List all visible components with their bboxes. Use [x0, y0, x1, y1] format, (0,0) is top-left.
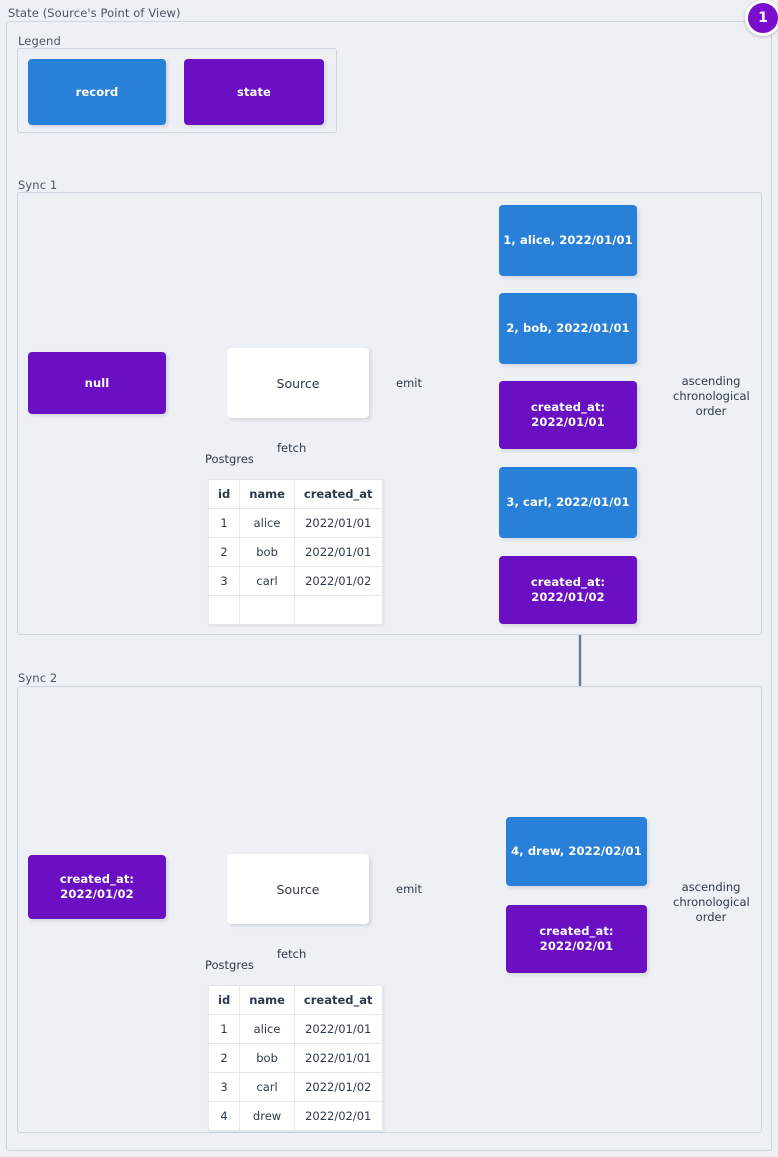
column-header-created-at: created_at	[293, 985, 383, 1015]
sync1-database-label: Postgres	[205, 452, 254, 466]
legend-swatch-state: state	[184, 59, 324, 125]
table-row: 2 bob 2022/01/01	[207, 1043, 383, 1073]
cell-name: alice	[239, 508, 295, 538]
cell-name: alice	[239, 1014, 295, 1044]
cell-id: 3	[207, 566, 241, 596]
sync2-emitted-state-1-label: created_at: 2022/02/01	[539, 924, 614, 953]
table-row: 4 drew 2022/02/01	[207, 1101, 383, 1131]
table-header-row: id name created_at	[207, 479, 383, 509]
cell-name: bob	[239, 537, 295, 567]
column-header-created-at: created_at	[293, 479, 383, 509]
sync1-fetch-label: fetch	[277, 441, 307, 455]
sync2-emit-label: emit	[396, 882, 422, 896]
column-header-name: name	[239, 479, 295, 509]
cell-name: drew	[239, 1101, 295, 1131]
sync1-title: Sync 1	[18, 178, 58, 192]
sync1-input-state-label: null	[84, 375, 110, 390]
cell-created-at: 2022/01/01	[293, 508, 383, 538]
cell-id: 3	[207, 1072, 241, 1102]
table-row: 1 alice 2022/01/01	[207, 508, 383, 538]
sync1-emitted-record-3: 3, carl, 2022/01/01	[499, 467, 637, 538]
sync1-postgres-table: id name created_at 1 alice 2022/01/01 2 …	[207, 479, 383, 625]
sync1-emitted-state-1-label: created_at: 2022/01/01	[530, 400, 606, 429]
legend-swatch-record-label: record	[75, 84, 119, 99]
sync1-emitted-state-1: created_at: 2022/01/01	[499, 381, 637, 449]
cell-name: bob	[239, 1043, 295, 1073]
cell-name: carl	[239, 1072, 295, 1102]
table-row-empty	[207, 595, 383, 625]
sync1-emitted-record-1: 1, alice, 2022/01/01	[499, 205, 637, 276]
sync2-emitted-record-1-label: 4, drew, 2022/02/01	[511, 844, 642, 858]
cell-id: 1	[207, 1014, 241, 1044]
sync2-fetch-label: fetch	[277, 947, 307, 961]
table-row: 3 carl 2022/01/02	[207, 1072, 383, 1102]
sync2-emitted-record-1: 4, drew, 2022/02/01	[506, 817, 647, 886]
sync2-source-box: Source	[227, 854, 369, 924]
column-header-name: name	[239, 985, 295, 1015]
sync2-title: Sync 2	[18, 671, 58, 685]
sync2-postgres-table: id name created_at 1 alice 2022/01/01 2 …	[207, 985, 383, 1131]
cell-id: 2	[207, 1043, 241, 1073]
cell-id	[207, 595, 241, 625]
sync2-input-state-label: created_at: 2022/01/02	[59, 872, 135, 901]
cell-id: 1	[207, 508, 241, 538]
cell-created-at: 2022/01/01	[293, 1043, 383, 1073]
sync1-emitted-record-2: 2, bob, 2022/01/01	[499, 293, 637, 364]
sync1-emitted-record-2-label: 2, bob, 2022/01/01	[506, 321, 630, 335]
sync1-emitted-record-3-label: 3, carl, 2022/01/01	[506, 495, 630, 509]
cell-created-at: 2022/02/01	[293, 1101, 383, 1131]
legend-title: Legend	[18, 34, 61, 48]
sync1-order-annotation: ascending chronological order	[670, 372, 752, 421]
table-row: 3 carl 2022/01/02	[207, 566, 383, 596]
cell-created-at	[293, 595, 383, 625]
cell-created-at: 2022/01/01	[293, 537, 383, 567]
sync1-source-box: Source	[227, 348, 369, 418]
sync2-source-label: Source	[276, 881, 320, 897]
sync2-input-state-box: created_at: 2022/01/02	[28, 855, 166, 919]
cell-name	[239, 595, 295, 625]
sync2-database-label: Postgres	[205, 958, 254, 972]
sync1-emitted-record-1-label: 1, alice, 2022/01/01	[503, 233, 633, 247]
cell-name: carl	[239, 566, 295, 596]
sync1-input-state-box: null	[28, 352, 166, 414]
legend-swatch-state-label: state	[237, 84, 271, 99]
table-row: 2 bob 2022/01/01	[207, 537, 383, 567]
sync1-emitted-state-2: created_at: 2022/01/02	[499, 556, 637, 624]
cell-id: 4	[207, 1101, 241, 1131]
sync2-emitted-state-1: created_at: 2022/02/01	[506, 905, 647, 973]
column-header-id: id	[207, 479, 241, 509]
cell-created-at: 2022/01/02	[293, 566, 383, 596]
table-row: 1 alice 2022/01/01	[207, 1014, 383, 1044]
cell-created-at: 2022/01/02	[293, 1072, 383, 1102]
step-badge[interactable]: 1	[745, 0, 778, 36]
page-title: State (Source's Point of View)	[8, 6, 181, 20]
table-header-row: id name created_at	[207, 985, 383, 1015]
legend-swatch-record: record	[28, 59, 166, 125]
sync2-order-annotation: ascending chronological order	[670, 878, 752, 927]
sync1-source-label: Source	[276, 375, 320, 391]
cell-id: 2	[207, 537, 241, 567]
sync1-emit-label: emit	[396, 376, 422, 390]
cell-created-at: 2022/01/01	[293, 1014, 383, 1044]
sync1-emitted-state-2-label: created_at: 2022/01/02	[530, 575, 606, 604]
column-header-id: id	[207, 985, 241, 1015]
